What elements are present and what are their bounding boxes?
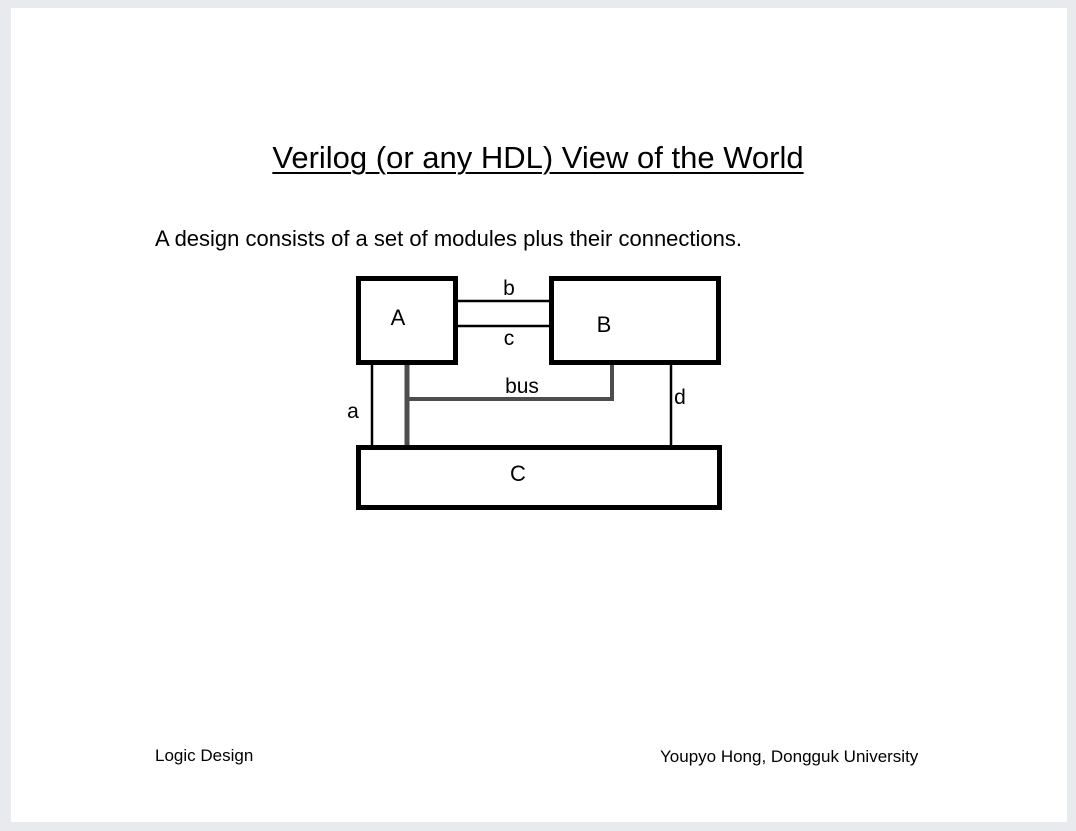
- slide-title: Verilog (or any HDL) View of the World: [272, 140, 804, 175]
- module-b-label: B: [597, 312, 612, 337]
- module-c-box: [356, 445, 722, 510]
- module-a-box: [356, 276, 458, 365]
- footer-author: Youpyo Hong, Dongguk University: [660, 747, 919, 766]
- wire-c-label: c: [504, 327, 515, 350]
- wire-d-label: d: [674, 386, 686, 409]
- slide-subtitle: A design consists of a set of modules pl…: [155, 226, 742, 251]
- wire-a-label: a: [347, 400, 359, 423]
- slide: [11, 8, 1067, 822]
- bus-branch-line: [407, 362, 614, 401]
- bus-label: bus: [505, 375, 539, 398]
- module-b-box: [549, 276, 721, 365]
- footer-course: Logic Design: [155, 746, 254, 765]
- module-c-label: C: [510, 461, 526, 486]
- wire-b-label: b: [503, 277, 515, 300]
- module-a-label: A: [391, 305, 406, 330]
